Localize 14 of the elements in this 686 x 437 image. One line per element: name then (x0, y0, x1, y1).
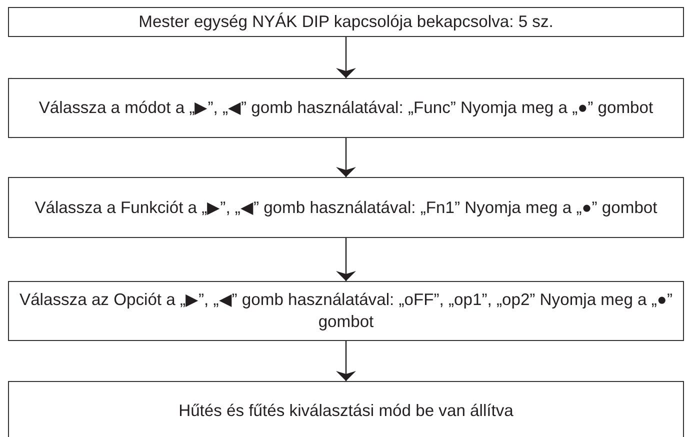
process-box (8, 381, 684, 437)
process-box (8, 7, 684, 37)
arrow (336, 238, 356, 281)
arrow (336, 138, 356, 177)
step-text: Mester egység NYÁK DIP kapcsolója bekapcsolva: 5 sz. (138, 11, 554, 33)
step-text: Hűtés és fűtés kiválasztási mód be van állítva (178, 400, 514, 422)
step-text: Válassza a Funkciót a „▶”, „◀” gomb használatával: „Fn1” Nyomja meg a „●” gombot (34, 196, 658, 218)
process-box (8, 78, 684, 138)
process-box (8, 177, 684, 238)
process-box (8, 281, 684, 341)
step-text: Válassza a módot a „▶”, „◀” gomb használatával: „Func” Nyomja meg a „●” gombot (38, 97, 654, 119)
arrow (336, 341, 356, 381)
arrow (336, 37, 356, 78)
step-text: Válassza az Opciót a „▶”, „◀” gomb használatával: „oFF”, „op1”, „op2” Nyomja meg a „●” gombot (18, 289, 674, 333)
